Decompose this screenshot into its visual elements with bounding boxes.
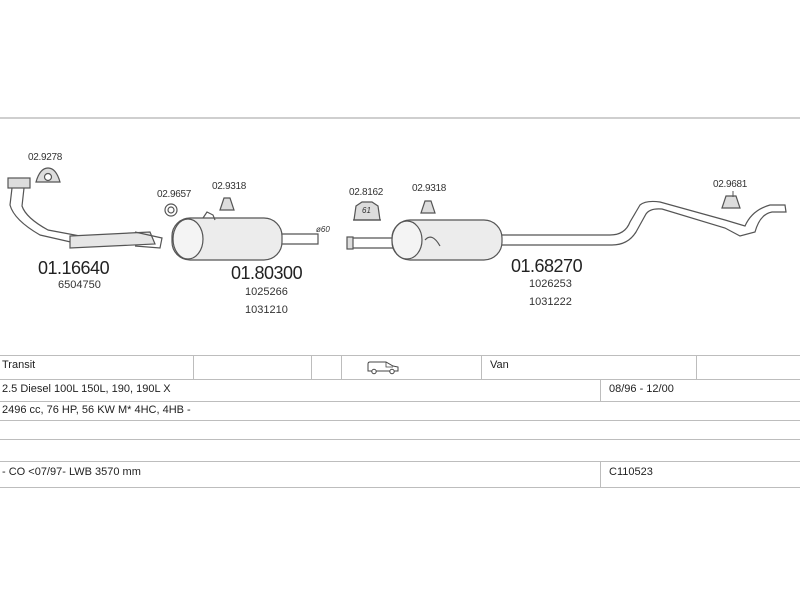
- ring-clamp-icon: [164, 203, 178, 217]
- clamp-code: 02.9318: [212, 181, 247, 192]
- diagram-frame: [0, 117, 800, 489]
- part-number: 01.68270: [511, 256, 583, 276]
- part-number: 01.16640: [38, 258, 110, 278]
- bracket-mark: 61: [362, 206, 371, 215]
- middle-outlet-pipe: [282, 233, 319, 245]
- table-row-divider: [0, 379, 800, 380]
- tail-pipe: [502, 200, 787, 246]
- middle-silencer-cap: [172, 218, 204, 260]
- table-top-border: [0, 355, 800, 356]
- clamp-code: 02.9681: [713, 179, 748, 190]
- front-downpipe: [9, 187, 131, 245]
- part-number: 01.80300: [231, 263, 303, 283]
- hanger-icon: [219, 197, 235, 211]
- front-pipe-section: [69, 231, 156, 249]
- clamp-code: 02.9657: [157, 189, 192, 200]
- rear-hanger-tab: [424, 236, 441, 247]
- specs-cell: 2496 cc, 76 HP, 56 KW M* 4HC, 4HB -: [2, 404, 191, 416]
- front-pipe-end: [134, 231, 163, 249]
- front-downpipe-2: [21, 187, 131, 238]
- van-icon: [367, 361, 399, 375]
- clamp-code: 02.9278: [28, 152, 63, 163]
- part-ref: 1031210: [245, 304, 288, 316]
- hanger-icon-2: [420, 200, 436, 214]
- part-ref: 1031222: [529, 296, 572, 308]
- table-row-divider: [0, 401, 800, 402]
- table-row-divider: [0, 439, 800, 440]
- part-ref: 1026253: [529, 278, 572, 290]
- rear-inlet-pipe: [349, 237, 396, 249]
- code-cell: C110523: [609, 466, 653, 478]
- notes-cell: - CO <07/97- LWB 3570 mm: [2, 466, 141, 478]
- diameter-mark: ø60: [316, 225, 330, 234]
- part-ref: 1025266: [245, 286, 288, 298]
- front-flange: [7, 177, 31, 189]
- table-row-divider: [0, 420, 800, 421]
- body-type-cell: Van: [490, 359, 509, 371]
- rear-inlet-end: [346, 236, 354, 250]
- clamp-code: 02.9318: [412, 183, 447, 194]
- clamp-code: 02.8162: [349, 187, 384, 198]
- hanger-bracket-icon: [721, 195, 741, 209]
- bracket-icon: [353, 201, 381, 221]
- gasket-clamp-icon: [35, 167, 61, 183]
- part-ref: 6504750: [58, 279, 101, 291]
- rear-silencer-cap: [391, 220, 423, 260]
- engine-cell: 2.5 Diesel 100L 150L, 190, 190L X: [2, 383, 171, 395]
- model-cell: Transit: [2, 359, 36, 371]
- table-row-divider: [0, 461, 800, 462]
- middle-hanger-tab: [202, 211, 216, 221]
- period-cell: 08/96 - 12/00: [609, 383, 674, 395]
- table-bottom-border: [0, 487, 800, 488]
